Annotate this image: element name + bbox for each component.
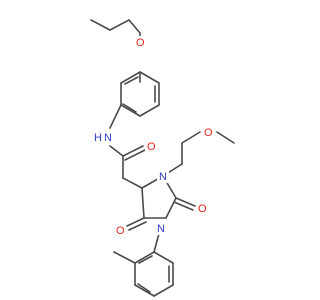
tolyl-ring <box>113 251 174 297</box>
molecule-diagram: O N H O O N N O O <box>90 19 235 297</box>
phenyl-ring-top <box>120 71 160 117</box>
atom-label-NH: N H <box>94 130 116 144</box>
methoxyethyl-chain <box>162 131 235 177</box>
oxygen-label: O <box>147 141 156 153</box>
atom-label-methoxy-O: O <box>202 126 214 139</box>
carbonyl-C4 <box>126 217 147 231</box>
bond-CH2-C5 <box>122 177 143 189</box>
carbonyl-C2 <box>173 197 196 211</box>
nitrogen-label: N <box>157 223 165 235</box>
atom-label-amide-O: O <box>145 140 157 153</box>
amide-carbonyl <box>122 145 146 161</box>
atom-label-C2-O: O <box>196 202 208 215</box>
nitrogen-label: N <box>104 132 112 144</box>
oxygen-label: O <box>136 37 145 49</box>
molecule-structure: O N H O O N N O O <box>90 19 235 297</box>
bond-NH-carbonyl <box>109 145 124 157</box>
oxygen-label: O <box>116 225 125 237</box>
nitrogen-label: N <box>159 171 167 183</box>
atom-label-N3: N <box>157 170 169 183</box>
bond-aryl-NH <box>109 104 122 129</box>
atom-label-C4-O: O <box>114 224 126 237</box>
propyl-chain <box>90 19 141 34</box>
hydrogen-label: H <box>94 132 102 144</box>
atom-label-N1: N <box>155 222 167 235</box>
oxygen-label: O <box>198 203 207 215</box>
oxygen-label: O <box>204 127 213 139</box>
atom-label-ether-O: O <box>134 36 146 49</box>
